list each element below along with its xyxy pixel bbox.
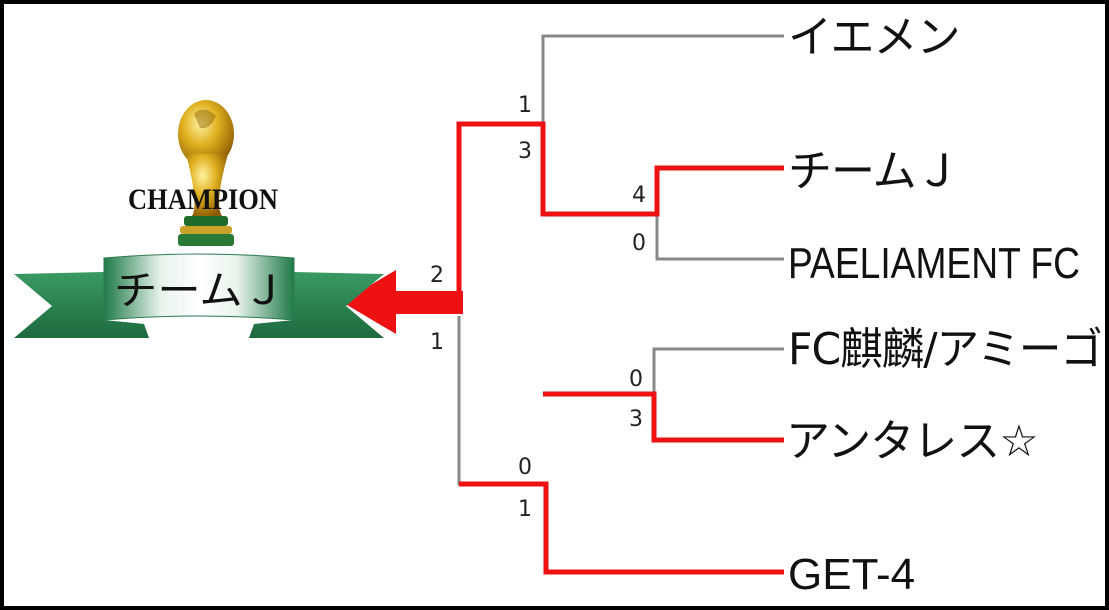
champion-arrow [342, 270, 463, 334]
team-name: チームＪ [788, 146, 959, 197]
line-team-4 [652, 347, 784, 394]
team-name: PAELIAMENT FC [788, 239, 1080, 288]
tournament-bracket-canvas: 1 3 4 0 0 3 0 1 2 1 イエメン チームＪ PAELIAMENT… [4, 4, 1105, 606]
score-semi-bottom-a: 0 [518, 455, 532, 480]
score-r1-bottom-b: 3 [629, 407, 643, 432]
score-semi-bottom-b: 1 [518, 497, 532, 522]
team-name: GET-4 [788, 550, 915, 599]
bracket-diagram: 1 3 4 0 0 3 0 1 2 1 イエメン チームＪ PAELIAMENT… [14, 12, 1103, 599]
team-name: イエメン [788, 12, 960, 63]
scores: 1 3 4 0 0 3 0 1 2 1 [430, 93, 646, 522]
score-r1-top-a: 4 [632, 183, 646, 208]
line-team-6 [459, 481, 784, 575]
score-final-b: 1 [430, 330, 444, 355]
champion-area: CHAMPION チームＪ [14, 100, 384, 338]
trophy-icon [178, 100, 234, 246]
score-semi-top-b: 3 [518, 139, 532, 164]
line-team-1 [541, 34, 784, 124]
score-semi-top-a: 1 [518, 93, 532, 118]
score-final-a: 2 [430, 263, 444, 288]
loser-lines [457, 34, 784, 486]
team-names: イエメン チームＪ PAELIAMENT FC FC麒麟/アミーゴ アンタレス☆… [786, 12, 1103, 599]
line-team-5 [543, 391, 784, 443]
score-r1-top-b: 0 [632, 231, 646, 256]
champion-banner: チームＪ [14, 253, 384, 338]
winner-lines [456, 121, 784, 575]
line-team-2 [456, 121, 784, 304]
score-r1-bottom-a: 0 [629, 367, 643, 392]
team-name: FC麒麟/アミーゴ [788, 324, 1102, 375]
line-team-3 [655, 216, 784, 261]
champion-label: CHAMPION [128, 183, 278, 216]
champion-team-name: チームＪ [114, 268, 286, 314]
team-name: アンタレス☆ [786, 416, 1038, 467]
